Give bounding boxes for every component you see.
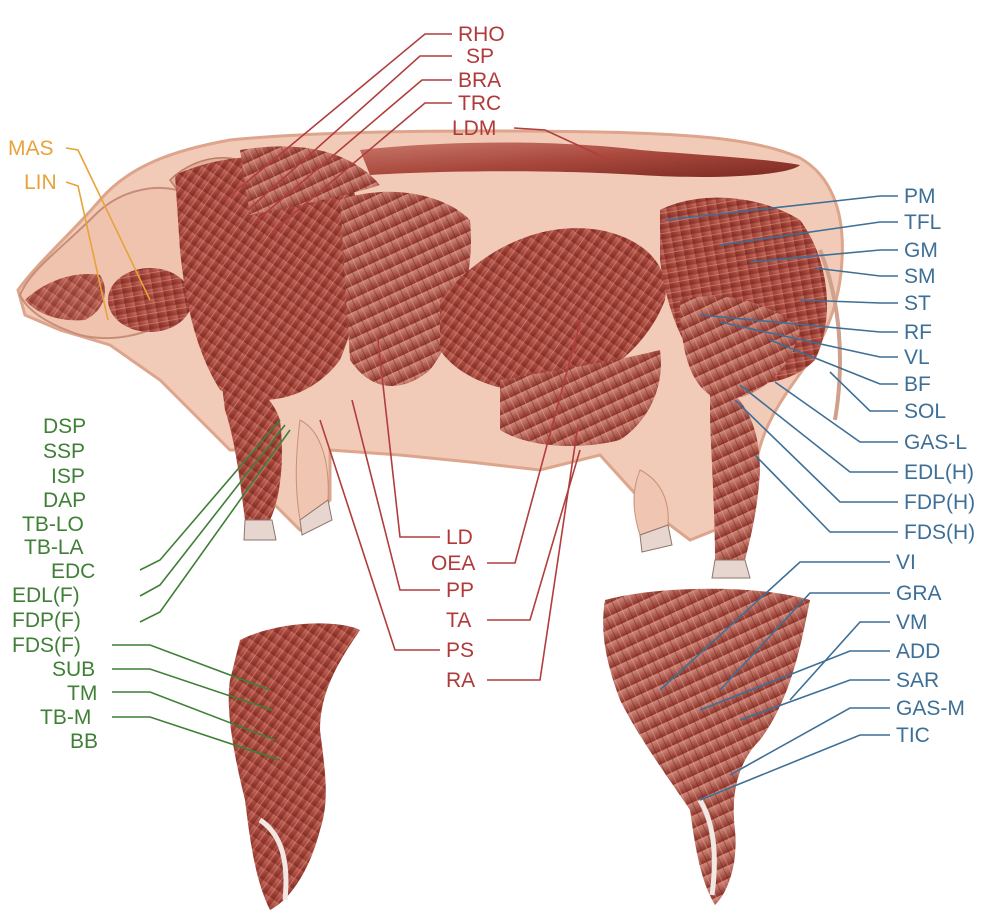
- hoof-4: [712, 560, 750, 578]
- label-st: ST: [904, 292, 931, 315]
- label-gra: GRA: [896, 582, 942, 605]
- label-edl-h: EDL(H): [904, 461, 974, 484]
- label-tb-la: TB-LA: [24, 536, 84, 559]
- labels-blue-upper: PM TFL GM SM ST RF VL BF SOL GAS-L EDL(H…: [904, 185, 975, 544]
- label-mas: MAS: [8, 137, 54, 160]
- label-gas-l: GAS-L: [904, 431, 967, 454]
- label-sp: SP: [466, 45, 494, 68]
- label-tb-m: TB-M: [40, 706, 91, 729]
- label-edc: EDC: [51, 560, 95, 583]
- label-fds-f: FDS(F): [12, 634, 81, 657]
- label-rf: RF: [904, 321, 932, 344]
- forelimb-medial-view: [229, 623, 360, 910]
- label-vi: VI: [896, 551, 916, 574]
- label-pm: PM: [904, 185, 936, 208]
- label-edl-f: EDL(F): [12, 584, 80, 607]
- label-isp: ISP: [51, 465, 85, 488]
- labels-blue-lower: VI GRA VM ADD SAR GAS-M TIC: [896, 551, 965, 747]
- label-bb: BB: [70, 730, 98, 753]
- label-vm: VM: [896, 611, 928, 634]
- labels-red-top: RHO SP BRA TRC LDM: [452, 23, 505, 140]
- label-sub: SUB: [52, 658, 95, 681]
- label-add: ADD: [896, 640, 940, 663]
- label-fds-h: FDS(H): [904, 521, 975, 544]
- label-gas-m: GAS-M: [896, 697, 965, 720]
- label-ldm: LDM: [452, 117, 496, 140]
- label-lin: LIN: [24, 171, 57, 194]
- labels-green: DSP SSP ISP DAP TB-LO TB-LA EDC EDL(F) F…: [12, 415, 98, 753]
- label-tb-lo: TB-LO: [22, 513, 84, 536]
- label-fdp-f: FDP(F): [12, 609, 81, 632]
- label-sm: SM: [904, 265, 936, 288]
- label-ps: PS: [446, 639, 474, 662]
- label-bra: BRA: [458, 69, 501, 92]
- labels-red-bottom: LD OEA PP TA PS RA: [431, 526, 475, 692]
- label-tic: TIC: [896, 724, 930, 747]
- label-pp: PP: [446, 579, 474, 602]
- label-dsp: DSP: [43, 415, 86, 438]
- label-sar: SAR: [896, 669, 939, 692]
- label-tfl: TFL: [904, 211, 941, 234]
- label-ta: TA: [446, 609, 471, 632]
- hoof-1: [244, 520, 276, 540]
- label-ra: RA: [446, 669, 475, 692]
- label-dap: DAP: [43, 489, 86, 512]
- label-rho: RHO: [458, 23, 505, 46]
- label-fdp-h: FDP(H): [904, 491, 975, 514]
- label-bf: BF: [904, 373, 931, 396]
- label-oea: OEA: [431, 552, 475, 575]
- label-sol: SOL: [904, 400, 946, 423]
- label-trc: TRC: [458, 92, 501, 115]
- label-ssp: SSP: [43, 440, 85, 463]
- label-ld: LD: [446, 526, 473, 549]
- label-tm: TM: [67, 682, 97, 705]
- label-vl: VL: [904, 346, 930, 369]
- labels-orange: MAS LIN: [8, 137, 57, 194]
- label-gm: GM: [904, 239, 938, 262]
